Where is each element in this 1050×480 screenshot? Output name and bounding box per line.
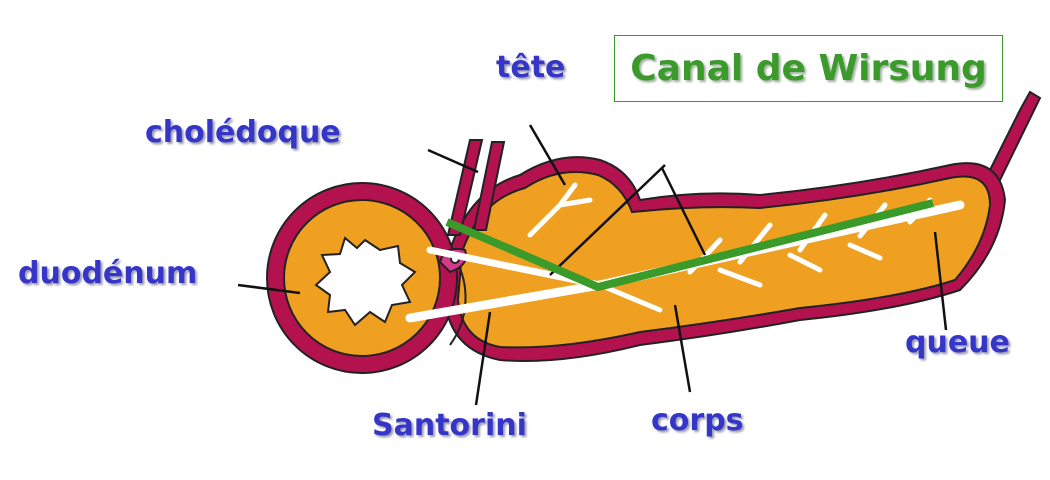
label-santorini: Santorini — [372, 408, 527, 443]
label-duodenum: duodénum — [18, 256, 198, 291]
diagram-title: Canal de Wirsung — [614, 35, 1003, 102]
label-queue: queue — [905, 325, 1010, 360]
wirsung-duct-highlight — [445, 199, 934, 292]
label-corps: corps — [651, 403, 744, 438]
label-choledoque: cholédoque — [145, 115, 341, 150]
leader-lines — [237, 124, 948, 406]
label-tete: tête — [496, 50, 566, 85]
